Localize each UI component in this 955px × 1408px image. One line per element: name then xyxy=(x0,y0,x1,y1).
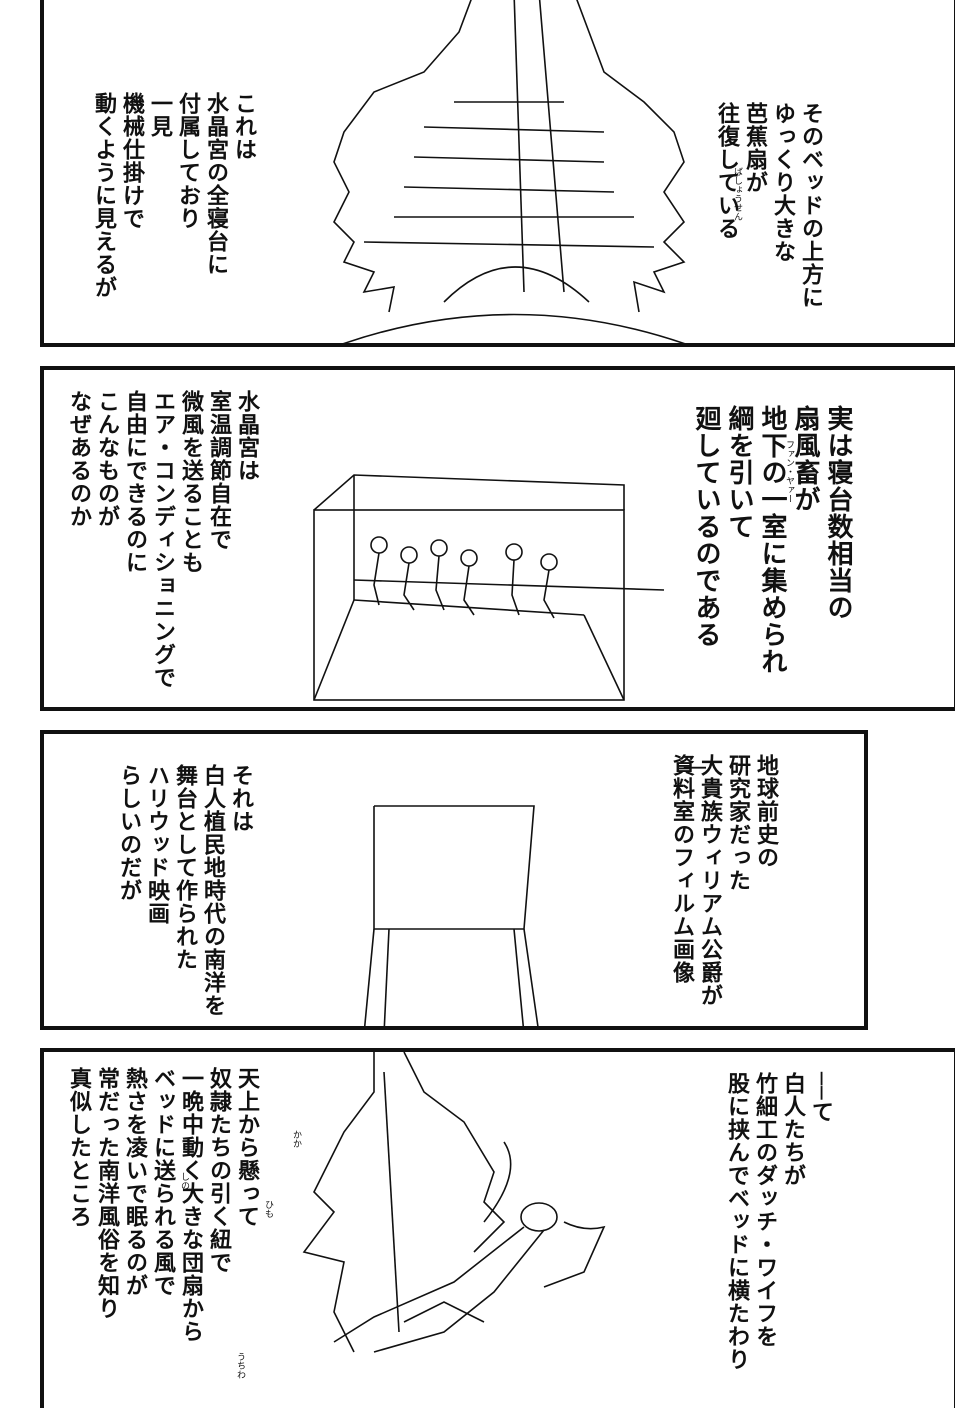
dash-mark: | xyxy=(683,764,708,773)
film-screen-drawing xyxy=(363,805,539,1026)
ruby-bashosen: ばしょうせん xyxy=(732,167,742,221)
panel-4: ──て 白人たちが 竹細工のダッチ・ワイフを 股に挟んでベッドに横たわり 天上か… xyxy=(40,1048,955,1408)
ruby-uchiwa: うちわ xyxy=(235,1352,245,1379)
ruby-kaka: かか xyxy=(291,1130,301,1148)
narration-left: 天上から懸って 奴隷たちの引く紐で 一晩中動く大きな団扇から ベッドに送られる風… xyxy=(66,1067,259,1343)
narration-left: それは 白人植民地時代の南洋を 舞台として作られた ハリウッド映画 らしいのだが xyxy=(116,764,253,1017)
narration-left: 水晶宮は 室温調節自在で 微風を送ることも エア・コンディショニングで 自由にで… xyxy=(66,390,259,689)
ruby-himo: ひも xyxy=(263,1200,273,1218)
narration-right: そのベッドの上方に ゆっくり大きな 芭蕉扇が 往復している xyxy=(714,102,823,309)
palm-fan-drawing xyxy=(333,0,686,343)
sleeping-figure-drawing xyxy=(302,1052,606,1353)
narration-right: ──て 白人たちが 竹細工のダッチ・ワイフを 股に挟んでベッドに横たわり xyxy=(724,1072,833,1371)
fan-slaves-room-drawing xyxy=(313,474,665,701)
narration-right: 実は寝台数相当の 扇風畜が 地下の一室に集められ 綱を引いて 廻しているのである xyxy=(691,405,853,675)
panel-1: そのベッドの上方に ゆっくり大きな 芭蕉扇が 往復している ばしょうせん これは… xyxy=(40,0,955,347)
panel-2: 実は寝台数相当の 扇風畜が 地下の一室に集められ 綱を引いて 廻しているのである… xyxy=(40,366,955,711)
panel-3: 地球前史の 研究家だった 大貴族ウィリアム公爵が 資料室のフィルム画像 | それ… xyxy=(40,730,868,1030)
ruby-fanyaa: ファン・ヤァー xyxy=(784,440,794,503)
narration-right: 地球前史の 研究家だった 大貴族ウィリアム公爵が 資料室のフィルム画像 xyxy=(669,754,778,1007)
narration-left: これは 水晶宮の全寝台に 付属しており 一見 機械仕掛けで 動くように見えるが xyxy=(91,92,256,299)
ruby-shino: しの xyxy=(179,1172,189,1190)
